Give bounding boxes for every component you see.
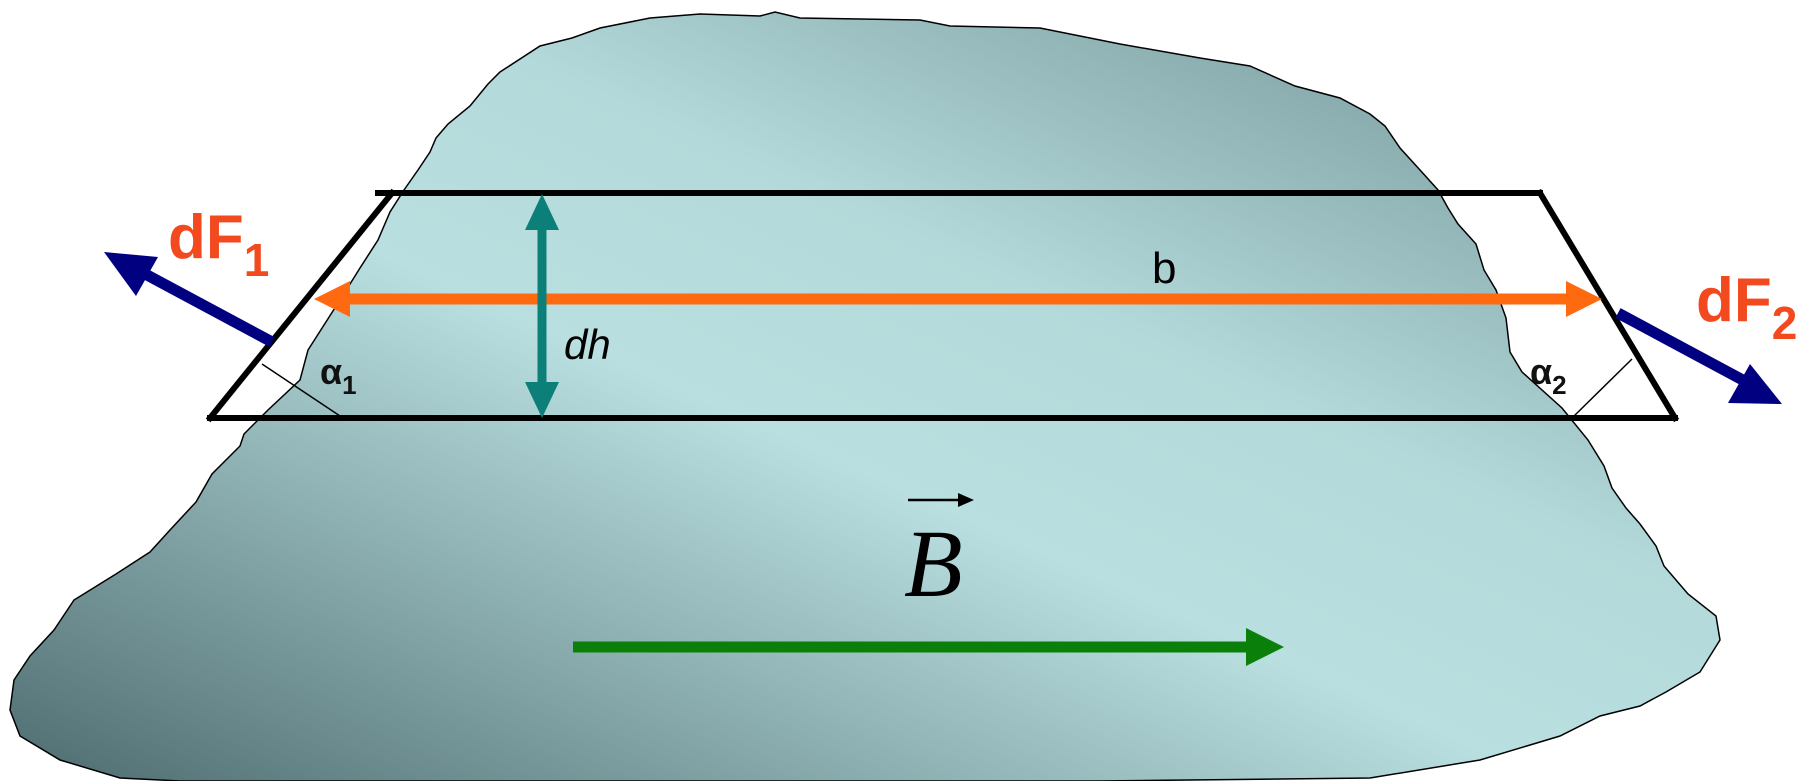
field-arrow xyxy=(573,628,1284,666)
body-shape xyxy=(9,11,1721,781)
field-label: B xyxy=(904,510,963,617)
force-arrow-right-head xyxy=(1728,364,1782,404)
force-arrow-right xyxy=(1615,308,1782,404)
width-arrow-left-head xyxy=(314,281,350,317)
height-label: dh xyxy=(564,321,611,368)
frame-right xyxy=(1535,188,1680,423)
width-arrow-right-head xyxy=(1566,281,1602,317)
width-label: b xyxy=(1152,244,1176,293)
height-arrow-top-head xyxy=(525,194,559,230)
angle-left-line xyxy=(261,363,341,417)
angle-label-right: α2 xyxy=(1530,351,1567,400)
force-arrow-left xyxy=(104,252,275,347)
height-arrow xyxy=(525,194,559,418)
height-arrow-bottom-head xyxy=(525,382,559,418)
angle-right-line xyxy=(1571,358,1633,419)
angle-label-left: α1 xyxy=(320,351,357,400)
force-label-left: dF1 xyxy=(168,203,269,286)
force-arrow-left-head xyxy=(104,252,158,296)
field-vector-overarrow xyxy=(908,493,974,507)
element-frame xyxy=(205,188,1680,423)
frame-left xyxy=(205,188,397,423)
force-label-right: dF2 xyxy=(1696,266,1797,349)
field-arrow-head xyxy=(1246,628,1284,666)
